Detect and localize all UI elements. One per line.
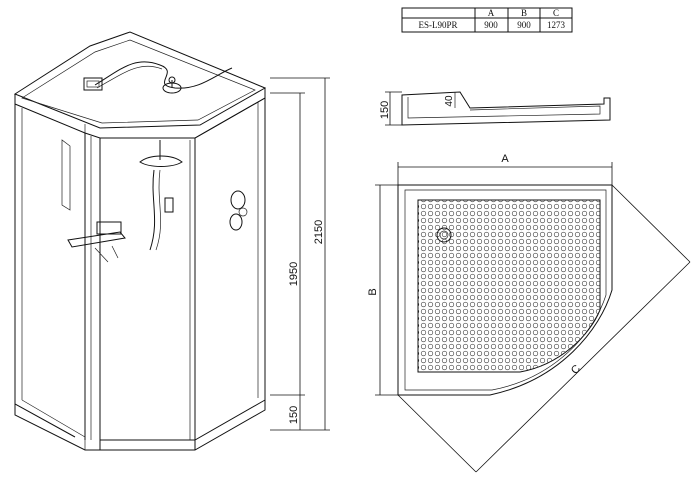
table-value-a: 900 (484, 20, 498, 30)
mixer-control (230, 190, 246, 210)
cabin-dimensions: 2150 1950 150 (270, 77, 330, 431)
tray-top-view: A B C (367, 153, 691, 473)
dim-b-label: B (367, 288, 379, 295)
tray-side-height-label: 150 (379, 101, 391, 119)
spec-table: A B C ES-L90PR 900 900 1273 (401, 7, 573, 33)
table-header-a: A (488, 8, 495, 18)
total-height-label: 2150 (313, 220, 325, 244)
cabin-height-label: 1950 (288, 262, 300, 286)
dim-a-label: A (501, 153, 509, 165)
dim-c-label: C (569, 363, 583, 377)
drain-icon (436, 227, 452, 243)
table-header-b: B (521, 8, 527, 18)
shower-head (139, 155, 183, 167)
table-value-b: 900 (517, 20, 531, 30)
tray-height-label: 150 (288, 406, 300, 424)
table-value-c: 1273 (547, 20, 566, 30)
tray-side-view: 150 40 (379, 91, 611, 126)
roof-junction-box (83, 77, 103, 91)
tray-inner-label: 40 (444, 95, 455, 107)
corner-shelf (67, 231, 126, 248)
table-header-c: C (553, 8, 559, 18)
shower-cabin-drawing (13, 31, 267, 451)
table-model: ES-L90PR (418, 20, 457, 30)
